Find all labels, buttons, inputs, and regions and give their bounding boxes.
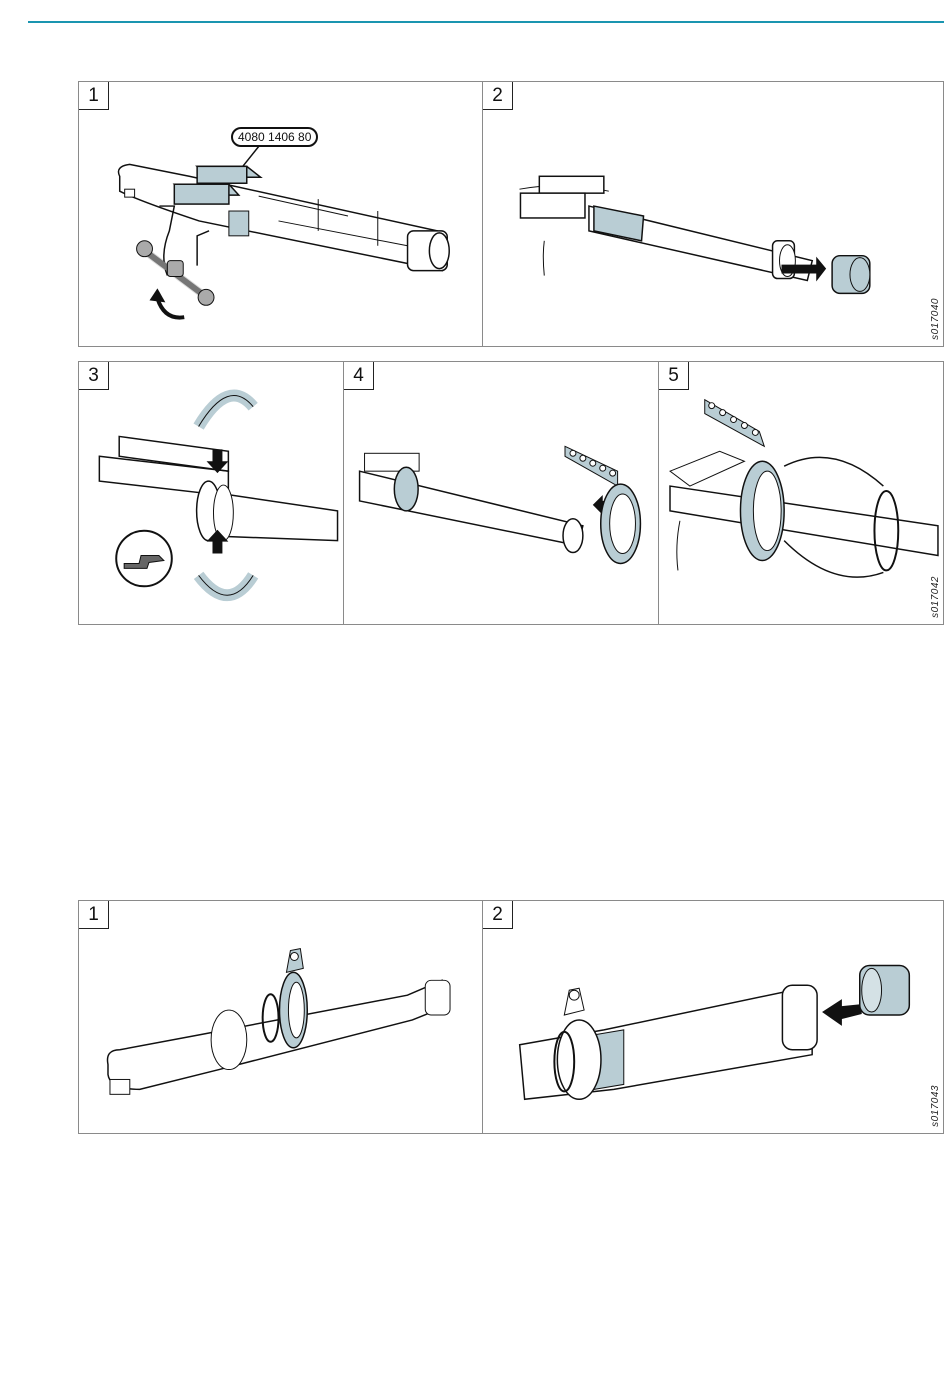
step-number: 5 (659, 362, 689, 390)
panel-step-4: 4 (344, 362, 659, 624)
fit-o-ring-illustration (669, 398, 939, 578)
refit-end-cap-illustration (518, 964, 911, 1101)
panel-step-1b: 1 (79, 901, 483, 1133)
panel-step-2: 2 s017040 (483, 82, 945, 346)
step-number: 1 (79, 82, 109, 110)
header-rule (28, 21, 944, 23)
tool-in-vise-illustration (117, 146, 450, 320)
step-number: 2 (483, 901, 513, 929)
panel-step-3: 3 (79, 362, 344, 624)
figure-s017040: 1 4080 1406 80 2 (78, 81, 944, 347)
part-number-callout: 4080 1406 80 (231, 127, 319, 147)
assembled-tool-illustration (106, 948, 451, 1095)
step-number: 1 (79, 901, 109, 929)
figure-s017043: 1 2 s017043 (78, 900, 944, 1134)
fit-half-rings-illustration (98, 389, 339, 602)
figure-code: s017042 (930, 576, 941, 618)
panel-step-2b: 2 s017043 (483, 901, 945, 1133)
step-number: 3 (79, 362, 109, 390)
panel-step-5: 5 s017042 (659, 362, 945, 624)
figure-s017042: 3 4 5 (78, 361, 944, 625)
figure-code: s017040 (930, 298, 941, 340)
figure-code: s017043 (930, 1085, 941, 1127)
step-number: 4 (344, 362, 374, 390)
slide-bracket-illustration (358, 445, 642, 565)
step-number: 2 (483, 82, 513, 110)
remove-end-cap-illustration (519, 175, 871, 295)
panel-step-1: 1 4080 1406 80 (79, 82, 483, 346)
